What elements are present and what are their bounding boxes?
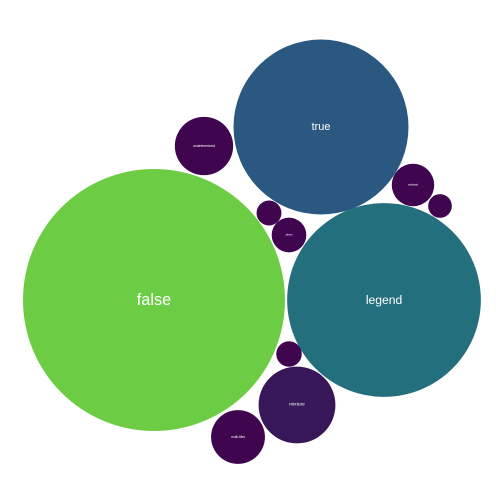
bubble-label-legend: legend [366, 293, 402, 307]
bubble-others [271, 217, 307, 253]
bubble-legend [287, 203, 481, 397]
bubble-mixture [258, 366, 336, 444]
bubble-unlabeled-9 [256, 200, 282, 226]
bubble-label-undetermined: undetermined [193, 144, 215, 148]
bubble-true [233, 39, 409, 215]
bubble-unlabeled-10 [428, 194, 452, 218]
bubble-false [23, 169, 285, 431]
bubble-label-outdated: outdated [408, 183, 419, 187]
bubble-unlabeled-8 [276, 341, 302, 367]
bubble-undetermined [174, 116, 234, 176]
bubble-label-multi-files: multi-files [231, 435, 246, 439]
bubble-label-mixture: mixture [289, 402, 305, 408]
bubble-multi-files [211, 410, 265, 464]
bubble-label-true: true [312, 121, 331, 133]
bubble-outdated [391, 163, 435, 207]
bubble-label-others: others [286, 234, 294, 237]
bubble-label-false: false [137, 291, 172, 309]
